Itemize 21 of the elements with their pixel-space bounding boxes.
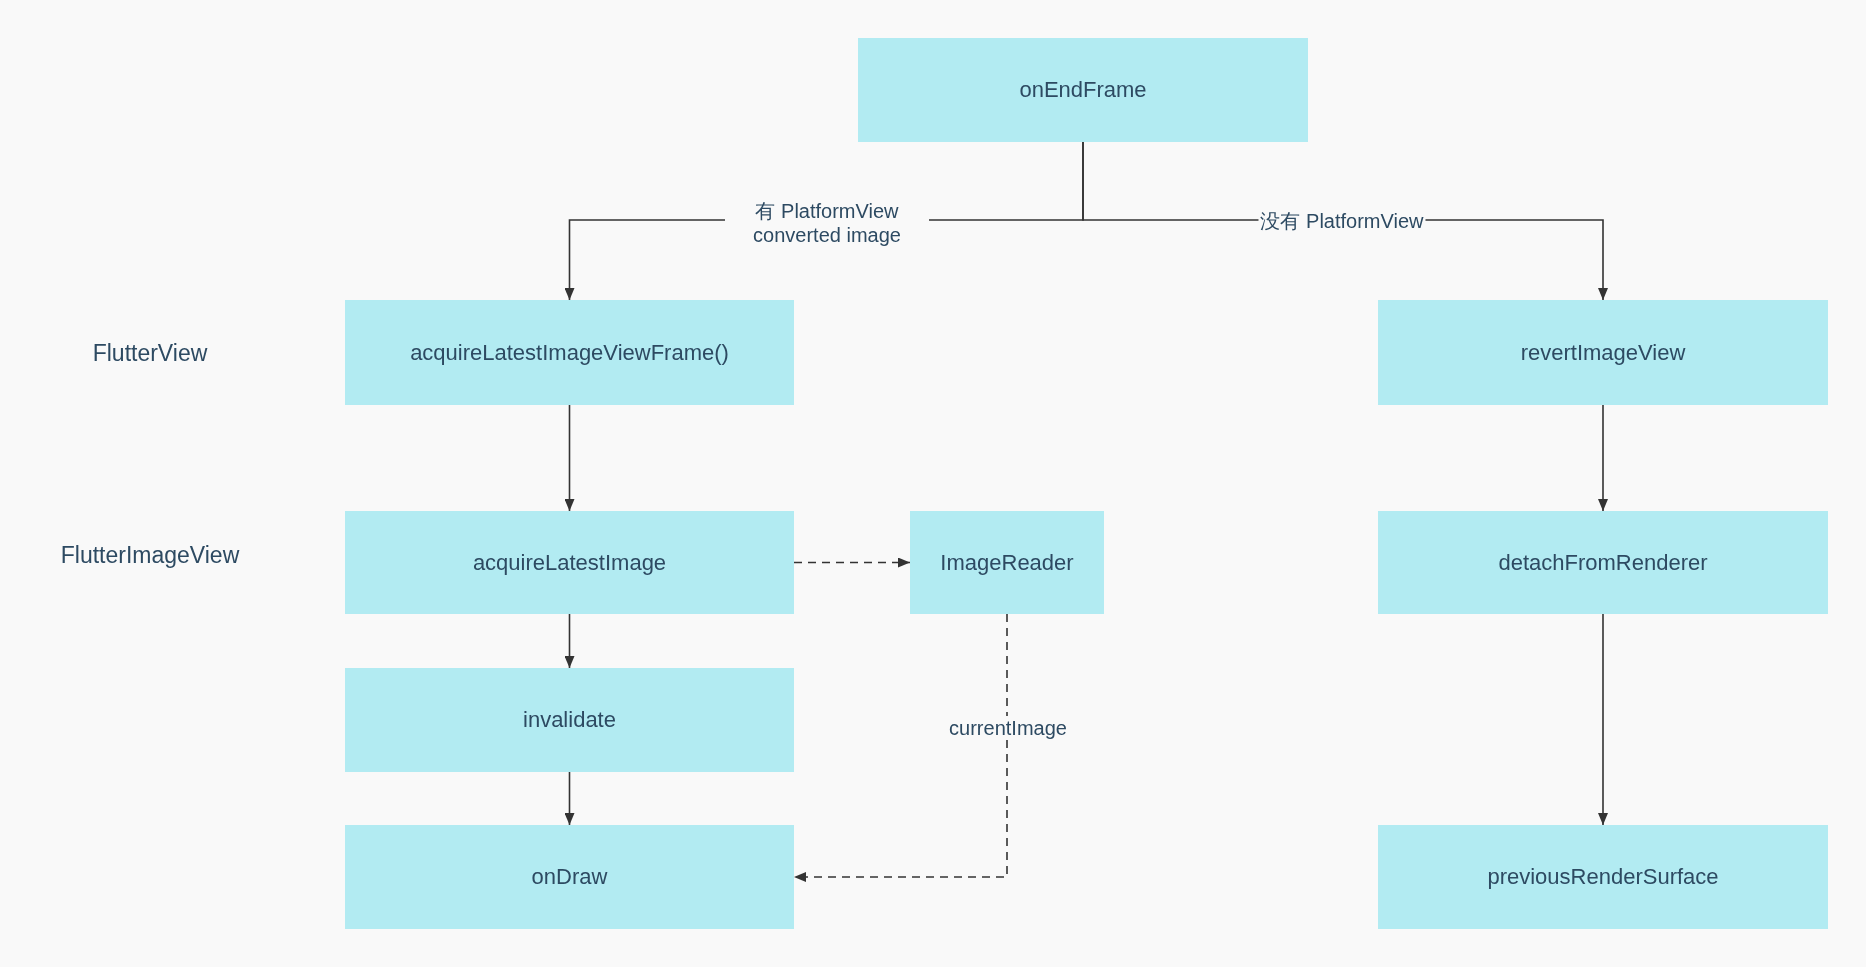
process-box: previousRenderSurface [1378,825,1828,929]
arrow [793,613,1008,882]
process-box: revertImageView [1378,300,1828,405]
process-box: onEndFrame [858,38,1308,142]
process-box: acquireLatestImage [345,511,794,614]
arrow [564,771,575,826]
process-box: ImageReader [910,511,1104,614]
arrow [1598,404,1608,512]
edge-label: currentImage [947,716,1069,740]
row-label: FlutterView [92,339,208,367]
arrow [793,557,911,568]
process-box: detachFromRenderer [1378,511,1828,614]
arrow [564,404,575,512]
edge-label: 有 PlatformView converted image [725,199,929,247]
arrow [1598,613,1608,826]
row-label: FlutterImageView [60,541,240,569]
edge-label: 没有 PlatformView [1258,209,1426,233]
process-box: invalidate [345,668,794,772]
arrow [564,613,575,669]
process-box: onDraw [345,825,794,929]
process-box: acquireLatestImageViewFrame() [345,300,794,405]
